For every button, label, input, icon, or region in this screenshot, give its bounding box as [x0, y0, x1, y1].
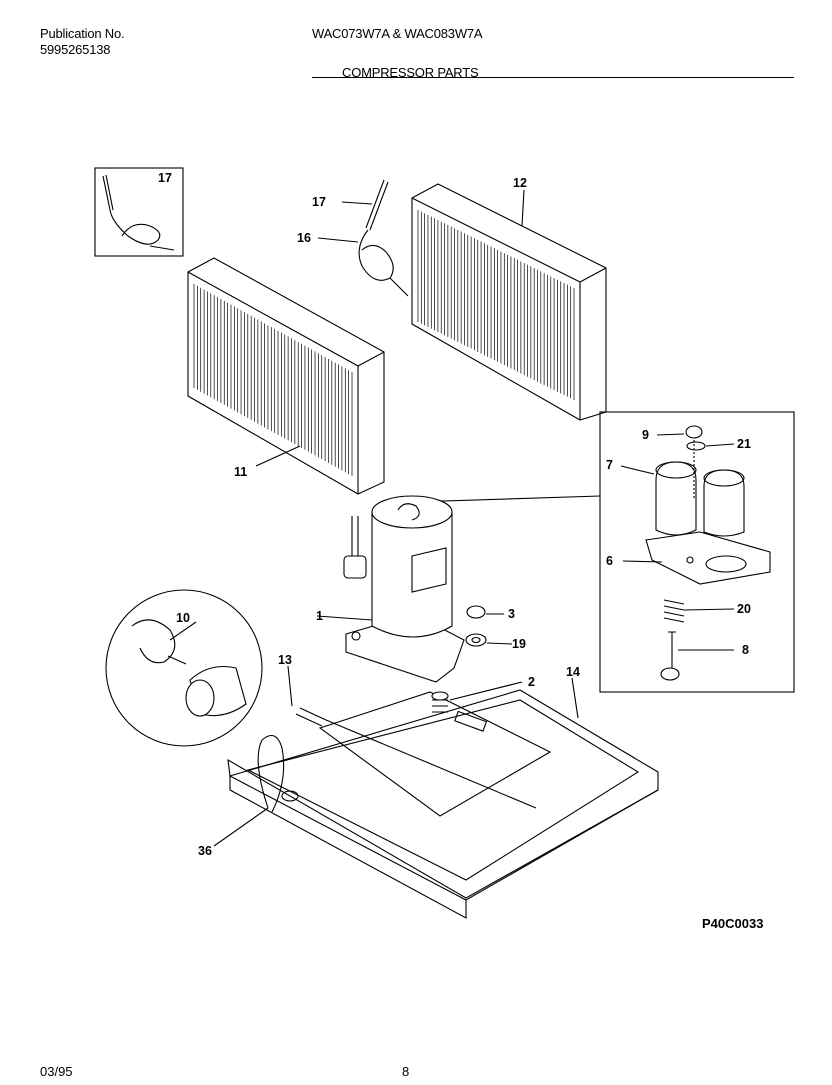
compressor-1: 1: [316, 495, 465, 683]
page-number: 8: [402, 1064, 410, 1079]
evaporator-coil-11: 11: [187, 257, 385, 495]
callout-17-inset: 17: [158, 171, 172, 185]
nut-washer-3-19: 3 19: [465, 605, 526, 651]
footer-date: 03/95: [40, 1064, 73, 1079]
base-pan-14: 14: [227, 665, 659, 919]
callout-10: 10: [176, 611, 190, 625]
callout-14: 14: [566, 665, 580, 679]
callout-1: 1: [316, 609, 323, 623]
inset-10-capacitor: 10: [105, 589, 263, 747]
callout-2: 2: [528, 675, 535, 689]
callout-6: 6: [606, 554, 613, 568]
model-numbers: WAC073W7A & WAC083W7A: [312, 26, 483, 41]
callout-19: 19: [512, 637, 526, 651]
callout-8: 8: [742, 643, 749, 657]
callout-20: 20: [737, 602, 751, 616]
callout-16: 16: [297, 231, 311, 245]
publication-label: Publication No.: [40, 26, 125, 41]
condenser-coil-12: 12: [411, 176, 607, 421]
callout-13: 13: [278, 653, 292, 667]
publication-number: 5995265138: [40, 42, 111, 57]
callout-11: 11: [234, 465, 247, 479]
section-title: COMPRESSOR PARTS: [342, 65, 479, 80]
callout-12: 12: [513, 176, 527, 190]
diagram-code: P40C0033: [702, 916, 764, 931]
grommet-2: 2: [431, 675, 535, 713]
callout-36: 36: [198, 844, 212, 858]
bracket-13: 13: [278, 653, 537, 809]
callout-7: 7: [606, 458, 613, 472]
strap-36: 36: [198, 734, 285, 858]
detail-box-valve-parts: 9 21 7 6 20 8: [411, 411, 795, 693]
callout-3: 3: [508, 607, 515, 621]
callout-9: 9: [642, 428, 649, 442]
header-rule: [312, 77, 794, 78]
inset-17-capillary: 17: [94, 167, 184, 257]
callout-17: 17: [312, 195, 326, 209]
drier-capillary-assembly: 17 16: [297, 179, 409, 297]
callout-21: 21: [737, 437, 751, 451]
